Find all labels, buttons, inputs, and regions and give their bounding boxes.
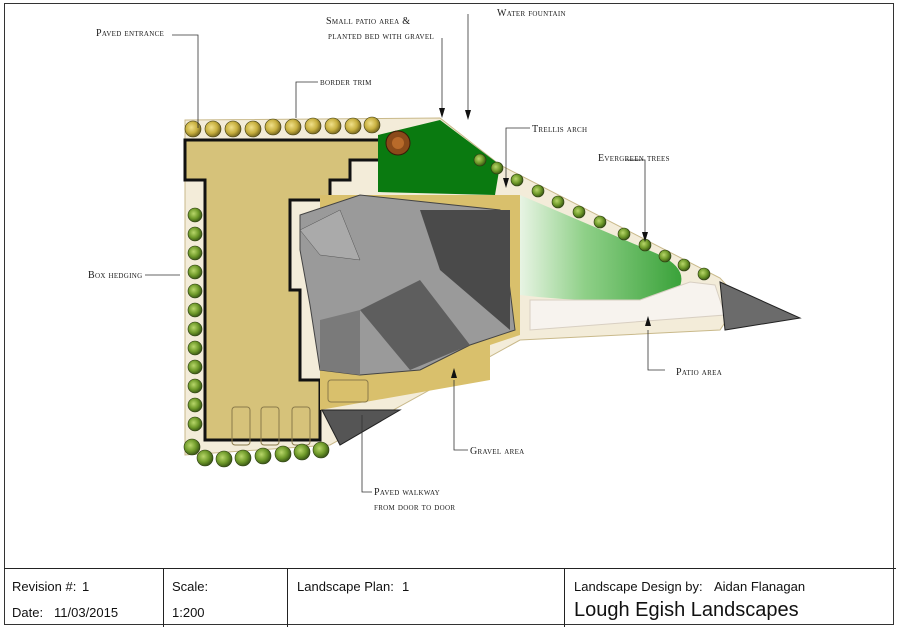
label-gravel-area: Gravel area: [470, 446, 525, 457]
roof-shape-wing: [320, 310, 360, 375]
plan-value: 1: [402, 579, 410, 594]
roof-shape-left: [299, 209, 361, 261]
title-block-plan-cell: Landscape Plan: 1: [287, 569, 565, 627]
label-paved-entrance: Paved entrance: [96, 28, 165, 39]
roof-shape-ridge: [360, 280, 470, 370]
hedge-row-west: [183, 207, 330, 468]
plan-label: Landscape Plan:: [297, 579, 394, 594]
label-paved-walkway-line1: Paved walkway: [374, 487, 441, 498]
label-evergreen-trees: Evergreen trees: [598, 153, 670, 164]
paved-entrance-shape: [183, 138, 387, 442]
designer-value: Aidan Flanagan: [714, 579, 806, 594]
evergreen-row: [473, 153, 711, 281]
title-block-designer-cell: Landscape Design by: Aidan Flanagan Loug…: [564, 569, 896, 627]
leader-arrows: [439, 108, 651, 378]
date-value: 11/03/2015: [54, 605, 119, 620]
car-spaces: [231, 379, 369, 446]
scale-label: Scale:: [172, 579, 209, 594]
label-box-hedging: Box hedging: [88, 270, 143, 281]
label-small-patio-line1: Small patio area &: [326, 16, 411, 27]
revision-label: Revision #:: [12, 579, 77, 594]
gable-east: [719, 281, 802, 331]
label-trellis-arch: Trellis arch: [532, 124, 588, 135]
label-small-patio-line2: planted bed with gravel: [328, 31, 435, 42]
patio-shape: [529, 281, 726, 331]
revision-value: 1: [82, 579, 90, 594]
feature-tree: [385, 130, 411, 156]
label-patio-area: Patio area: [676, 367, 723, 378]
house-roof: [299, 194, 802, 446]
date-label: Date:: [12, 605, 44, 620]
designer-label: Landscape Design by:: [574, 579, 703, 594]
leader-lines: [145, 14, 665, 493]
label-paved-walkway-line2: from door to door: [374, 502, 456, 513]
firm-name: Lough Egish Landscapes: [574, 599, 799, 621]
title-block-revision-cell: Revision #: 1 Date: 11/03/2015: [4, 569, 164, 627]
gable-west: [321, 409, 402, 446]
title-block-scale-cell: Scale: 1:200: [163, 569, 288, 627]
scale-value: 1:200: [172, 605, 205, 620]
hedge-row-top: [184, 116, 381, 138]
label-water-fountain: Water fountain: [497, 8, 566, 19]
roof-shape-main: [420, 210, 510, 330]
title-block: Revision #: 1 Date: 11/03/2015 Scale: 1:…: [4, 568, 896, 627]
label-border-trim: border trim: [320, 77, 372, 88]
lawn-main-shape: [520, 195, 682, 300]
